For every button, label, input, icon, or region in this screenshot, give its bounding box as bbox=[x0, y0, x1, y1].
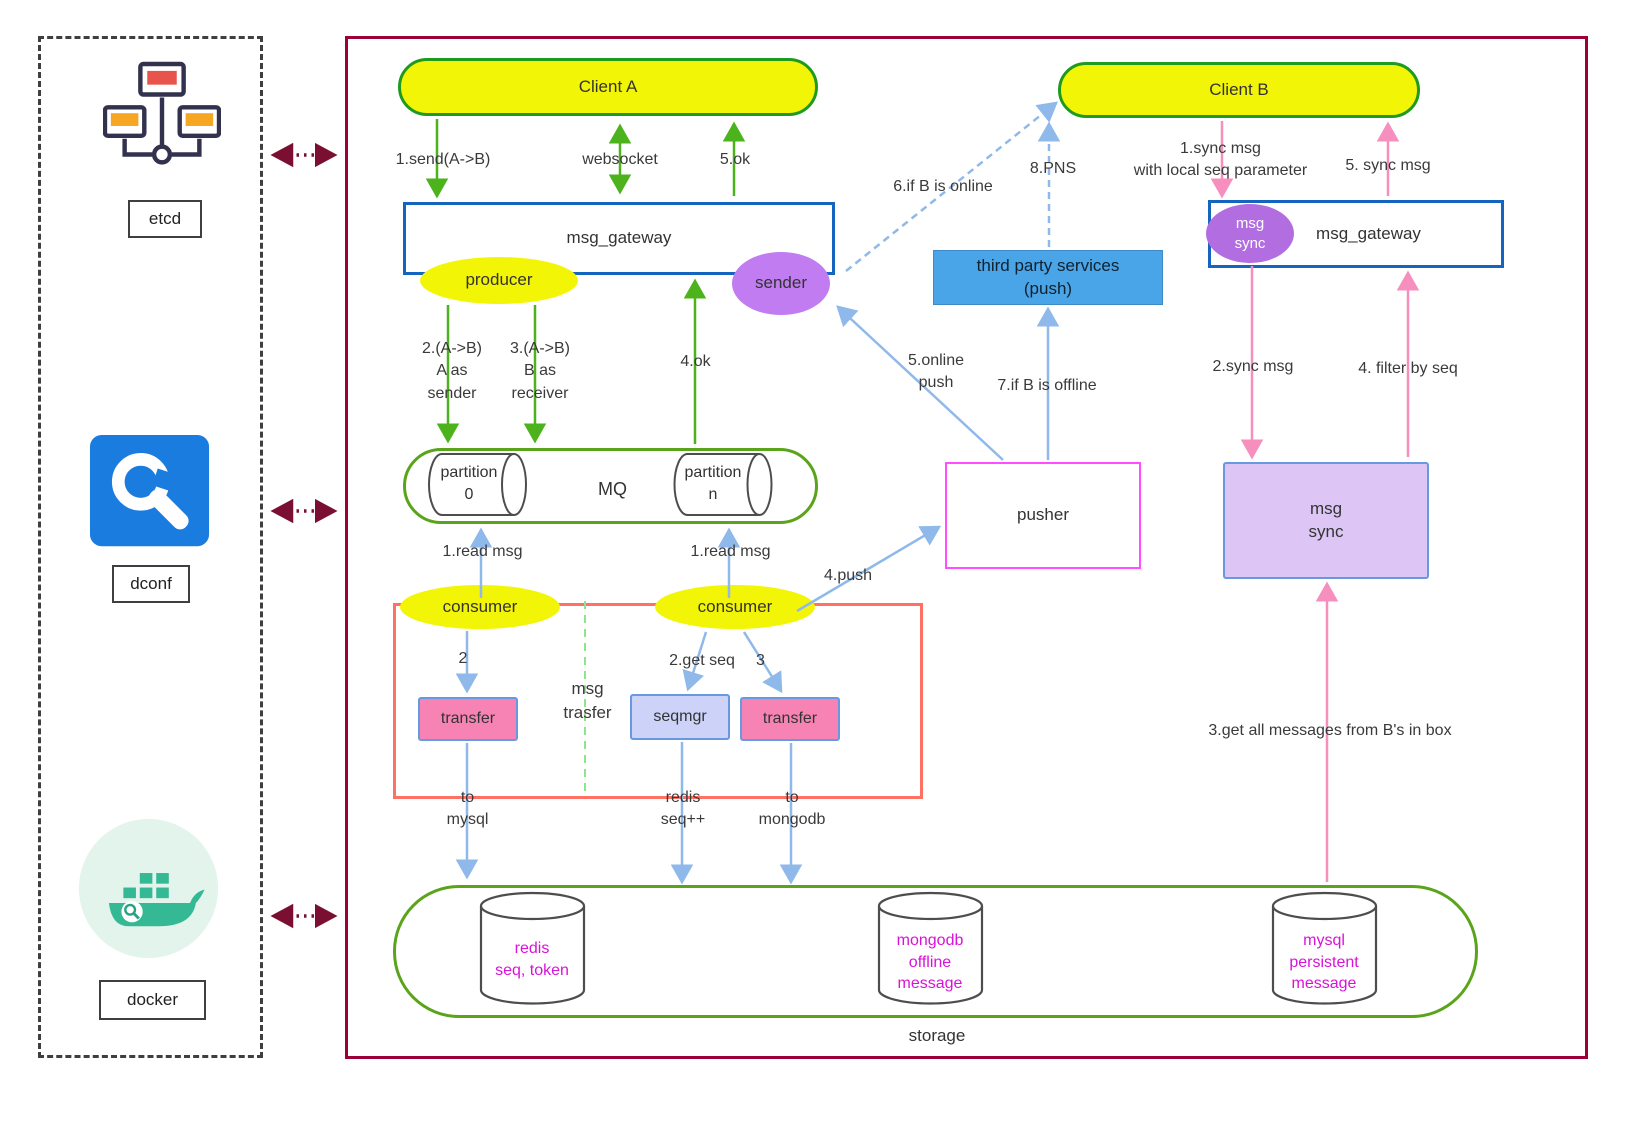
label-if-b-offline: 7.if B is offline bbox=[997, 377, 1097, 394]
consumer-left-node: consumer bbox=[400, 585, 560, 629]
redis-db-label: redis seq, token bbox=[495, 940, 569, 979]
partition-n-cylinder bbox=[673, 453, 773, 516]
client-a-node: Client A bbox=[398, 58, 818, 116]
etcd-icon bbox=[103, 61, 221, 165]
etcd-label: etcd bbox=[128, 200, 202, 238]
label-if-b-online: 6.if B is online bbox=[893, 178, 993, 195]
mysql-db-cylinder bbox=[1271, 891, 1378, 1005]
label-pns: 8.PNS bbox=[1029, 160, 1077, 177]
label-to-mongodb: to mongodb bbox=[758, 789, 826, 829]
sender-node: sender bbox=[732, 252, 830, 315]
label-5ok: 5.ok bbox=[719, 151, 751, 168]
storage-label: storage bbox=[908, 1026, 966, 1045]
label-read-msg-left: 1.read msg bbox=[442, 543, 523, 560]
consumer-right-node: consumer bbox=[655, 585, 815, 629]
redis-db-cylinder bbox=[479, 891, 586, 1005]
mongodb-db-cylinder bbox=[877, 891, 984, 1005]
label-sync-msg-1: 1.sync msg with local seq parameter bbox=[1133, 140, 1308, 180]
msg-sync-badge: msg sync bbox=[1206, 204, 1294, 263]
third-party-services-node: third party services (push) bbox=[933, 250, 1163, 305]
partition-0-cylinder bbox=[428, 453, 527, 516]
docker-icon bbox=[78, 818, 219, 959]
label-4push: 4.push bbox=[823, 567, 873, 584]
pusher-node: pusher bbox=[945, 462, 1141, 569]
partition-n-label: partition n bbox=[684, 464, 742, 504]
label-get-all-messages: 3.get all messages from B's in box bbox=[1208, 722, 1452, 739]
msg-sync-box: msg sync bbox=[1223, 462, 1429, 579]
label-step3: 3 bbox=[756, 652, 765, 669]
dconf-label: dconf bbox=[112, 565, 190, 603]
label-a-as-sender: 2.(A->B) A as sender bbox=[421, 340, 482, 402]
label-sync-msg-5: 5. sync msg bbox=[1345, 157, 1431, 174]
label-get-seq: 2.get seq bbox=[669, 652, 735, 669]
main-diagram-frame bbox=[345, 36, 1588, 1059]
transfer-right-node: transfer bbox=[740, 697, 840, 741]
label-filter-by-seq: 4. filter by seq bbox=[1358, 360, 1458, 377]
mongodb-db-label: mongodb offline message bbox=[896, 932, 964, 993]
label-b-as-receiver: 3.(A->B) B as receiver bbox=[509, 340, 570, 402]
infra-sidebar-frame bbox=[38, 36, 263, 1058]
label-sync-msg-2: 2.sync msg bbox=[1212, 358, 1294, 375]
label-to-mysql: to mysql bbox=[446, 789, 489, 829]
label-send-ab: 1.send(A->B) bbox=[395, 151, 491, 168]
mysql-db-label: mysql persistent message bbox=[1289, 932, 1359, 993]
dconf-icon bbox=[89, 434, 210, 547]
producer-node: producer bbox=[420, 257, 578, 304]
mq-label: MQ bbox=[598, 479, 627, 499]
partition-0-label: partition 0 bbox=[440, 464, 498, 504]
msg-trasfer-label: msg trasfer bbox=[563, 679, 612, 722]
seqmgr-node: seqmgr bbox=[630, 694, 730, 740]
docker-label: docker bbox=[99, 980, 206, 1020]
label-4ok: 4.ok bbox=[680, 353, 711, 370]
transfer-left-node: transfer bbox=[418, 697, 518, 741]
client-b-node: Client B bbox=[1058, 62, 1420, 118]
label-websocket: websocket bbox=[582, 151, 658, 168]
label-redis-seq: redis seq++ bbox=[660, 789, 706, 829]
label-step2: 2 bbox=[458, 650, 468, 667]
label-read-msg-right: 1.read msg bbox=[690, 543, 771, 560]
